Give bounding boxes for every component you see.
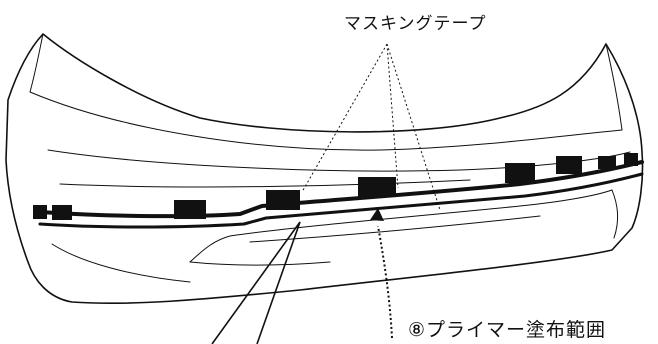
bumper-stripe-lower [38,172,644,229]
tape-piece [505,163,535,183]
bumper-lower-skirt [229,189,613,237]
bumper-mid-line [59,179,471,188]
tape-piece [556,156,582,174]
tape-piece [174,200,206,219]
tape-piece [358,177,396,197]
bumper-outline [5,33,644,305]
bumper-diffuser-line [249,215,541,243]
bumper-side-line [51,243,191,283]
bumper-lower-edge [189,261,331,266]
tape-piece [598,156,616,169]
bumper-upper-line [29,91,623,151]
bumper-crease-line [47,149,631,172]
bumper-lower-curve [189,235,231,263]
tape-piece [624,153,638,166]
tape-leader-line [386,43,399,189]
masking-tape-label: マスキングテープ [344,14,487,34]
tape-leader-lines [301,43,441,211]
bumper-top-edge [29,33,44,93]
bumper-top-edge-right [605,43,623,131]
tape-piece [52,205,72,220]
primer-area-label: ⑧プライマー塗布範囲 [408,319,607,341]
tape-piece [266,190,300,210]
callout-line [211,221,301,344]
tape-leader-line [386,43,441,211]
tape-leader-line [301,43,388,193]
tape-piece [33,205,47,219]
callout-line [256,221,301,344]
callout-lines [211,221,301,344]
bumper-stripe-upper [38,160,644,219]
masking-tape-group [33,153,638,220]
primer-arrow [370,208,393,339]
bumper-side-line-right [611,189,619,239]
